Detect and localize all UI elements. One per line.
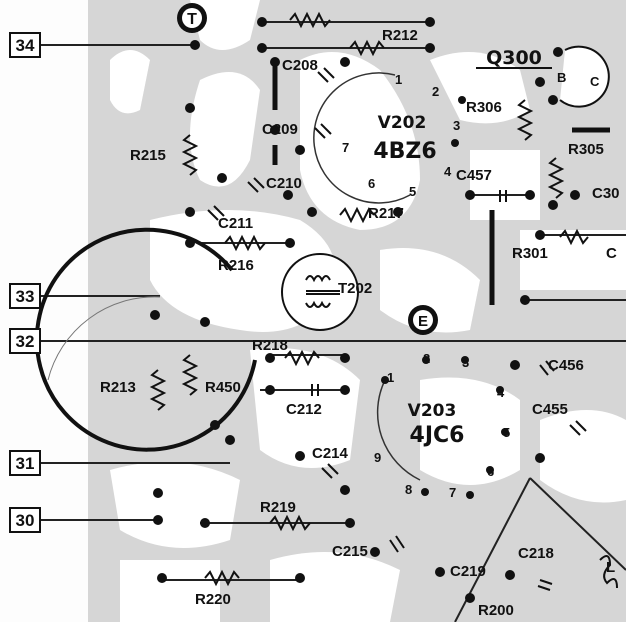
v203-pin-7: 7 <box>449 485 456 500</box>
label-c215: C215 <box>332 543 368 560</box>
v203-pin-3: 3 <box>462 355 469 370</box>
test-point-32: 32 <box>9 328 41 354</box>
v202-type: 4BZ6 <box>373 139 436 164</box>
q300-label: Q300 <box>486 47 542 69</box>
marker-t-label: T <box>187 11 197 28</box>
v203-pin-5: 5 <box>503 425 510 440</box>
label-c208: C208 <box>282 57 318 74</box>
label-r213: R213 <box>100 379 136 396</box>
label-l: L <box>606 559 615 576</box>
v202-ref: V202 <box>378 113 427 133</box>
label-r218: R218 <box>252 337 288 354</box>
label-r200: R200 <box>478 602 514 619</box>
label-c214: C214 <box>312 445 349 462</box>
v203-pin-1: 1 <box>387 370 394 385</box>
v203-pin-8: 8 <box>405 482 412 497</box>
label-c456: C456 <box>548 357 584 374</box>
v203-pin-4: 4 <box>497 385 505 400</box>
marker-e-label: E <box>418 313 428 330</box>
v202-pin-2: 2 <box>432 84 439 99</box>
test-point-33: 33 <box>9 283 41 309</box>
label-c211: C211 <box>218 215 253 232</box>
v202-pin-4: 4 <box>444 164 452 179</box>
shield-circle <box>34 227 257 452</box>
label-c209: C209 <box>262 121 298 138</box>
label-r306: R306 <box>466 99 502 116</box>
label-r450: R450 <box>205 379 241 396</box>
label-r212: R212 <box>382 27 418 44</box>
v203-pin-6: 6 <box>487 464 494 479</box>
label-c212: C212 <box>286 401 322 418</box>
label-c457: C457 <box>456 167 492 184</box>
label-c210: C210 <box>266 175 302 192</box>
label-r219: R219 <box>260 499 296 516</box>
label-r216: R216 <box>218 257 254 274</box>
label-r215: R215 <box>130 147 166 164</box>
v202-pin-1: 1 <box>395 72 402 87</box>
v203-socket <box>376 379 421 481</box>
label-r301: R301 <box>512 245 548 262</box>
capacitor-symbols <box>207 67 587 591</box>
q300-pin-c: C <box>590 74 600 89</box>
label-c219: C219 <box>450 563 486 580</box>
solder-pads <box>150 17 580 603</box>
test-point-34: 34 <box>9 32 41 58</box>
v202-pin-6: 6 <box>368 176 375 191</box>
v202-pin-7: 7 <box>342 140 349 155</box>
label-c455: C455 <box>532 401 568 418</box>
test-point-31: 31 <box>9 450 41 476</box>
thick-traces <box>272 65 610 305</box>
svg-text:33: 33 <box>16 287 35 306</box>
label-c30: C30 <box>592 185 620 202</box>
svg-text:34: 34 <box>16 36 35 55</box>
wire-traces <box>40 21 626 622</box>
label-c-partial: C <box>606 245 617 262</box>
label-c218: C218 <box>518 545 554 562</box>
test-point-30: 30 <box>9 507 41 533</box>
v202-pin-3: 3 <box>453 118 460 133</box>
v202-socket <box>313 72 411 204</box>
v203-ref: V203 <box>408 401 457 421</box>
svg-text:30: 30 <box>16 511 35 530</box>
resistor-symbols <box>149 11 618 589</box>
t202-label: T202 <box>338 280 372 297</box>
svg-text:31: 31 <box>16 454 35 473</box>
v203-pin-2: 2 <box>423 351 430 366</box>
label-r217: R217 <box>368 205 404 222</box>
v202-pin-5: 5 <box>409 184 416 199</box>
v203-pin-9: 9 <box>374 450 381 465</box>
label-r305: R305 <box>568 141 604 158</box>
svg-text:32: 32 <box>16 332 35 351</box>
v203-type: 4JC6 <box>410 423 465 448</box>
transistor-q300-outline <box>559 45 610 108</box>
q300-pin-b: B <box>557 70 566 85</box>
label-r220: R220 <box>195 591 231 608</box>
